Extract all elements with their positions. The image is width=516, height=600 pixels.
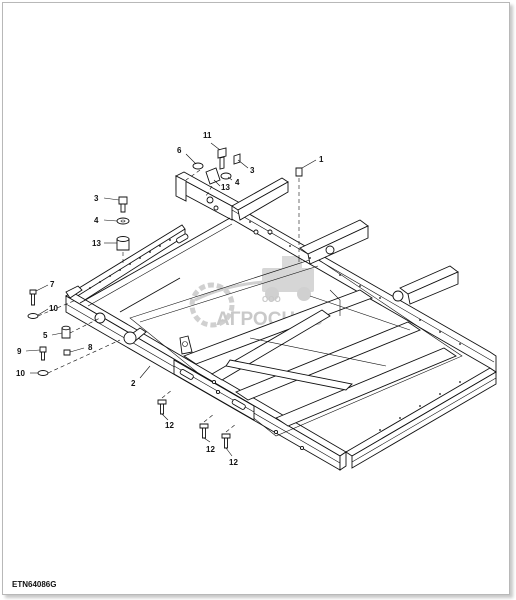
callout-13-top: 13 (221, 183, 230, 192)
callout-3-top: 3 (250, 166, 255, 175)
callout-12-c: 12 (229, 458, 238, 467)
callouts: 1 2 3 3 4 4 5 6 7 8 9 10 10 11 12 12 12 … (16, 131, 324, 467)
callout-12-b: 12 (206, 445, 215, 454)
leader-lines (25, 142, 317, 457)
callout-1: 1 (319, 155, 324, 164)
callout-11: 11 (203, 131, 212, 140)
callout-5: 5 (43, 331, 48, 340)
callout-10-upper: 10 (49, 304, 58, 313)
callout-4-left: 4 (94, 216, 99, 225)
callout-6: 6 (177, 146, 182, 155)
callout-7: 7 (50, 280, 55, 289)
callout-9: 9 (17, 347, 22, 356)
watermark-prefix: ООО (262, 295, 281, 304)
loose-parts (27, 147, 241, 449)
callout-3-left: 3 (94, 194, 99, 203)
callout-2: 2 (131, 379, 136, 388)
callout-10-lower: 10 (16, 369, 25, 378)
figure-code: ETN64086G (12, 580, 57, 589)
callout-8: 8 (88, 343, 93, 352)
callout-13-left: 13 (92, 239, 101, 248)
callout-4-top: 4 (235, 178, 240, 187)
callout-12-a: 12 (165, 421, 174, 430)
frame-outline (65, 167, 497, 471)
